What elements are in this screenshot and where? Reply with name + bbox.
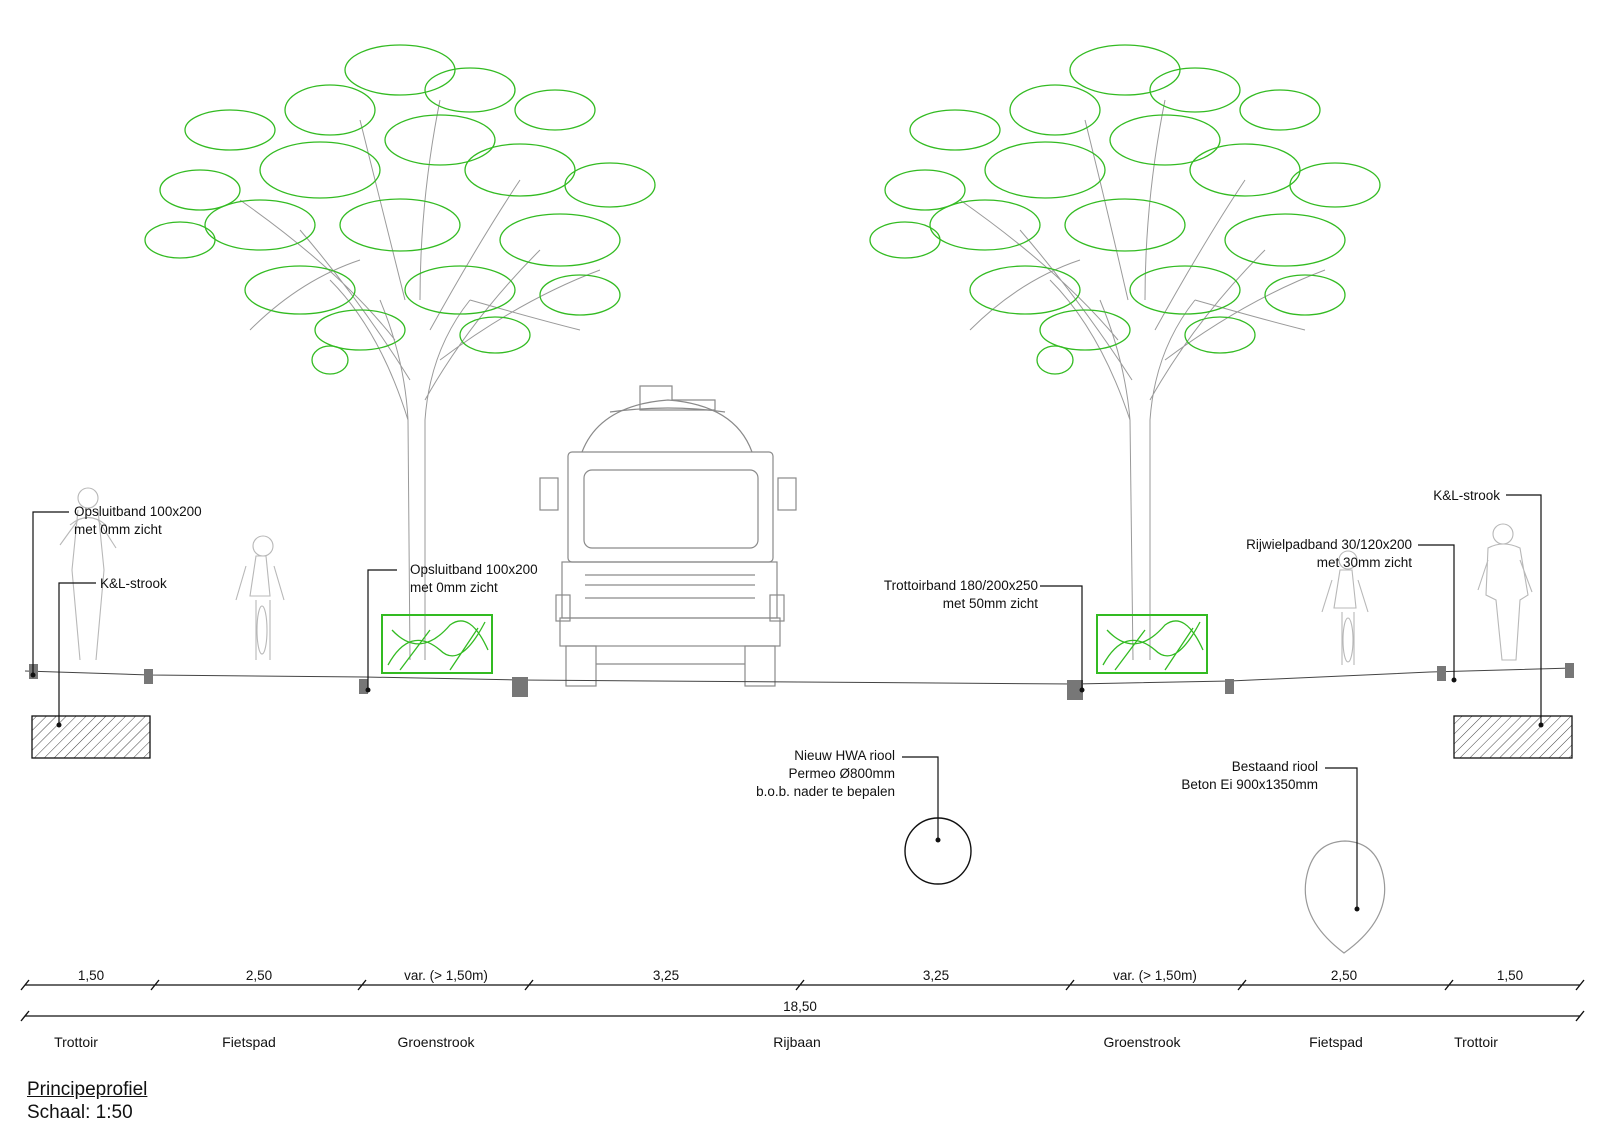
pedestrian-right-icon [1477,523,1533,661]
dim-segment-1: 1,50 [78,968,104,983]
dim-segment-8: 1,50 [1497,968,1523,983]
shrub-left-icon [381,614,493,674]
tree-left-icon [144,44,656,661]
dim-segment-6: var. (> 1,50m) [1113,968,1197,983]
label-right-kl: K&L-strook [1433,488,1500,503]
shrub-right-icon [1096,614,1208,674]
label-mid-opsluitband-2: met 0mm zicht [410,580,498,595]
drawing-scale: Schaal: 1:50 [27,1102,133,1123]
drawing-title: Principeprofiel [27,1079,148,1100]
zone-label-4: Rijbaan [773,1034,820,1050]
dim-segment-7: 2,50 [1331,968,1357,983]
cyclist-right-icon [1321,550,1369,665]
label-bestaand-2: Beton Ei 900x1350mm [1181,777,1318,792]
ground-line [24,667,1574,685]
leader-dots [30,672,1544,912]
dim-total: 18,50 [783,999,817,1014]
kl-strip-right [1453,715,1573,759]
label-left-opsluitband-1: Opsluitband 100x200 [74,504,202,519]
zone-label-1: Trottoir [54,1034,98,1050]
label-trottoirband-2: met 50mm zicht [943,596,1039,611]
label-hwa-1: Nieuw HWA riool [794,748,895,763]
zone-label-6: Fietspad [1309,1034,1363,1050]
kl-strip-left [31,715,151,759]
dim-segment-2: 2,50 [246,968,272,983]
sewer-pipe-egg-icon [1304,840,1386,954]
pedestrian-left-icon [59,487,117,661]
label-left-kl: K&L-strook [100,576,167,591]
cyclist-left-icon [235,535,285,660]
kerb-icons [29,663,1574,700]
zone-label-2: Fietspad [222,1034,276,1050]
zone-label-7: Trottoir [1454,1034,1498,1050]
dimension-ticks [20,979,1585,1022]
label-mid-opsluitband-1: Opsluitband 100x200 [410,562,538,577]
dim-segment-4: 3,25 [653,968,679,983]
label-left-opsluitband-2: met 0mm zicht [74,522,162,537]
truck-icon [539,385,797,687]
dim-segment-3: var. (> 1,50m) [404,968,488,983]
label-hwa-3: b.o.b. nader te bepalen [756,784,895,799]
zone-label-3: Groenstrook [397,1034,475,1050]
tree-right-icon [869,44,1381,661]
label-bestaand-1: Bestaand riool [1232,759,1318,774]
zone-label-5: Groenstrook [1103,1034,1181,1050]
dim-segment-5: 3,25 [923,968,949,983]
label-trottoirband-1: Trottoirband 180/200x250 [884,578,1038,593]
leader-lines [32,494,1542,909]
label-rijwielpadband-2: met 30mm zicht [1317,555,1413,570]
label-rijwielpadband-1: Rijwielpadband 30/120x200 [1246,537,1412,552]
label-hwa-2: Permeo Ø800mm [788,766,895,781]
dimension-lines [25,984,1580,1017]
